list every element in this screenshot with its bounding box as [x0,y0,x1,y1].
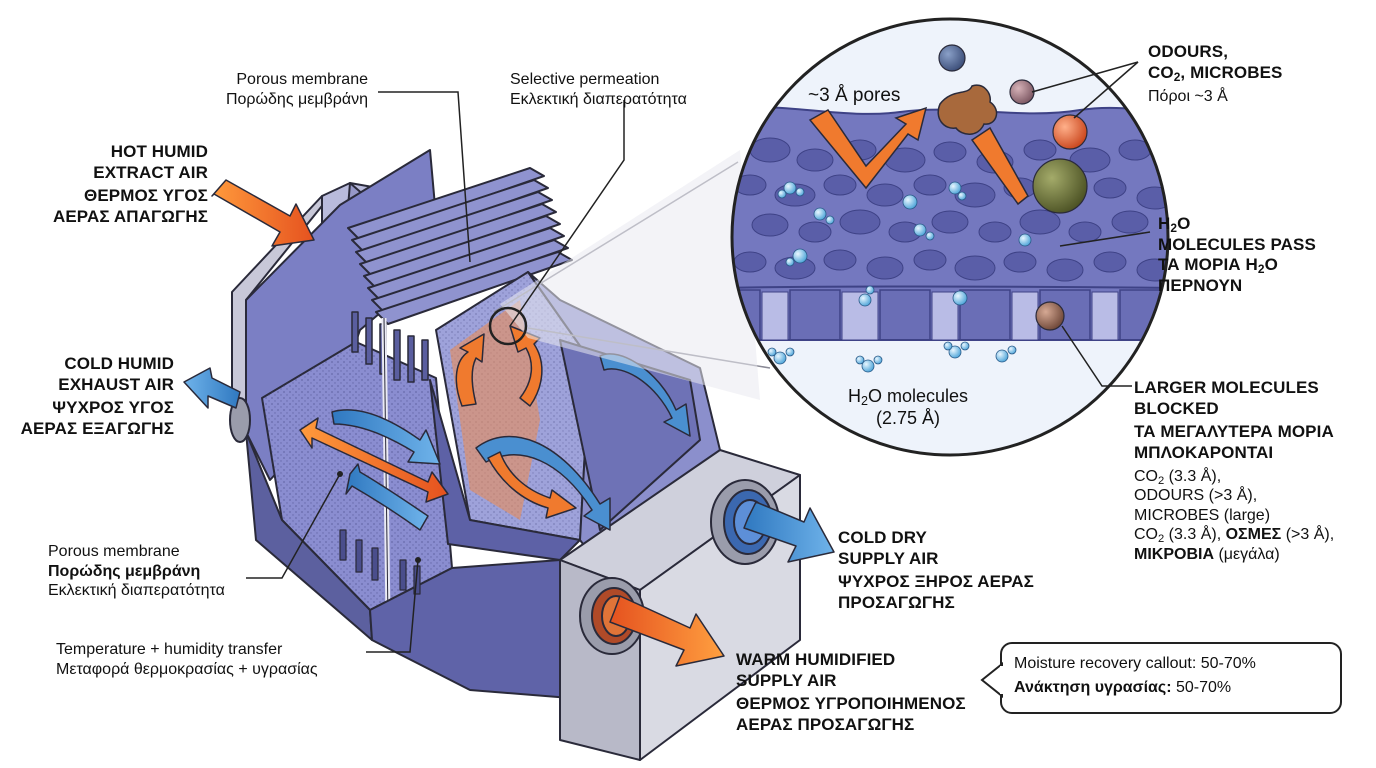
label-odours: ODOURS, CO2, MICROBES Πόροι ~3 Å [1148,42,1282,107]
core-hot-arrow [455,333,485,407]
transfer-en: Temperature + humidity transfer [56,641,283,658]
cold-humid-en-2: EXHAUST AIR [58,374,174,394]
label-h2o-pass: H2O MOLECULES PASS ΤΑ ΜΟΡΙΑ H2O ΠΕΡΝΟΥΝ [1158,214,1316,297]
cold-humid-el-1: ΨΥΧΡΟΣ ΥΓΟΣ [52,398,174,418]
label-hot-humid: HOT HUMID EXTRACT AIR ΘΕΡΜΟΣ ΥΓΟΣ ΑΕΡΑΣ … [40,142,208,228]
membrane-fins [347,167,573,325]
hot-extract-arrow [211,179,315,247]
label-transfer: Temperature + humidity transfer Μεταφορά… [56,640,318,679]
internal-hot-arrow [299,417,449,503]
blocked-arrow [970,126,1029,206]
cold-dry-en-2: SUPPLY AIR [838,548,939,568]
porous-top-el: Πορώδης μεμβράνη [225,90,368,108]
label-porous-bottom: Porous membrane Πορώδης μεμβράνη Εκλεκτι… [48,542,225,601]
hot-humid-el-2: ΑΕΡΑΣ ΑΠΑΓΩΓΗΣ [52,207,208,227]
larger-l7: MICROBES (large) [1134,506,1271,524]
label-pores: ~3 Å pores [808,85,901,106]
porous-bottom-el: Εκλεκτική διαπερατότητα [48,582,225,600]
water-molecules [767,181,1032,373]
transfer-el: Μεταφορά θερμοκρασίας + υγρασίας [56,660,318,678]
warm-humidified-en-1: WARM HUMIDIFIED [736,650,896,669]
pore-path-arrow [808,106,928,190]
larger-l8: CO2 (3.3 Å), ΟΣΜΕΣ (>3 Å), [1134,526,1335,546]
cold-humid-en-1: COLD HUMID [64,354,174,373]
core-hot-arrow-3 [487,451,577,519]
label-selective-top: Selective permeation Εκλεκτική διαπερατό… [510,70,687,109]
cold-humid-el-2: ΑΕΡΑΣ ΕΞΑΓΩΓΗΣ [20,419,174,439]
hot-humid-en-2: EXTRACT AIR [93,162,208,182]
hot-humid-en-1: HOT HUMID [110,142,208,161]
hot-humid-el-1: ΘΕΡΜΟΣ ΥΓΟΣ [84,186,208,206]
molecule-orange [1052,114,1088,150]
selective-top-en: Selective permeation [510,71,660,88]
label-porous-top: Porous membrane Πορώδης μεμβράνη [160,70,368,109]
cold-dry-en-1: COLD DRY [838,528,927,547]
leader-lines [246,61,1151,653]
core-cold-arrow [475,435,611,531]
molecule-blue [938,44,966,72]
cold-dry-el-2: ΠΡΟΣΑΓΩΓΗΣ [838,593,955,613]
label-cold-dry: COLD DRY SUPPLY AIR ΨΥΧΡΟΣ ΞΗΡΟΣ ΑΕΡΑΣ Π… [838,528,1034,614]
larger-l9: ΜΙΚΡΟΒΙΑ (μεγάλα) [1134,546,1280,563]
odours-line2: CO2, MICROBES [1148,62,1283,84]
internal-cold-arrow-2 [345,463,429,531]
h2o-molecules-l1: H2O molecules [847,386,969,409]
larger-l5: CO2 (3.3 Å), [1134,467,1222,487]
h2o-pass-l4: ΠΕΡΝΟΥΝ [1158,276,1243,296]
molecule-mauve [1009,79,1035,105]
h2o-pass-l2: MOLECULES PASS [1158,234,1316,254]
h2o-pass-l3: ΤΑ ΜΟΡΙΑ H2O [1158,255,1278,277]
magnified-membrane [730,17,1170,457]
larger-l4: ΜΠΛΟΚΑΡΟΝΤΑΙ [1134,443,1274,463]
h2o-molecules-l2: (2.75 Å) [875,407,941,428]
warm-humidified-el-1: ΘΕΡΜΟΣ ΥΓΡΟΠΟΙΗΜΕΝΟΣ [736,694,966,714]
cold-supply-arrow [743,501,835,563]
label-warm-humidified: WARM HUMIDIFIED SUPPLY AIR ΘΕΡΜΟΣ ΥΓΡΟΠΟ… [736,650,966,736]
label-cold-humid: COLD HUMID EXHAUST AIR ΨΥΧΡΟΣ ΥΓΟΣ ΑΕΡΑΣ… [10,354,174,440]
cold-exhaust-arrow [183,367,241,409]
odours-line1: ODOURS, [1148,42,1229,61]
zoom-source-circle [488,306,528,346]
selective-top-el: Εκλεκτική διαπερατότητα [510,90,687,108]
porous-bottom-en: Porous membrane [48,543,180,560]
molecule-brown-blocked [1035,301,1065,331]
larger-l3: ΤΑ ΜΕΓΑΛΥΤΕΡΑ ΜΟΡΙΑ [1134,422,1334,442]
internal-cold-arrow-1 [331,409,441,465]
cold-dry-el-1: ΨΥΧΡΟΣ ΞΗΡΟΣ ΑΕΡΑΣ [838,572,1034,592]
warm-supply-arrow [609,595,725,667]
warm-humidified-el-2: ΑΕΡΑΣ ΠΡΟΣΑΓΩΓΗΣ [736,715,915,735]
larger-l1: LARGER MOLECULES [1134,378,1319,397]
zoom-connector [493,150,771,400]
porous-top-en: Porous membrane [236,71,368,88]
h2o-pass-l1: H2O [1158,214,1191,235]
warm-humidified-en-2: SUPPLY AIR [736,670,837,690]
odours-el: Πόροι ~3 Å [1148,88,1228,106]
molecule-olive [1032,158,1088,214]
larger-l2: BLOCKED [1134,398,1219,418]
callout-pointer [980,661,1004,699]
odour-molecule [937,84,998,135]
porous-bottom-el-bold: Πορώδης μεμβράνη [48,562,201,580]
callout-line1: Moisture recovery callout: 50-70% [1014,655,1256,672]
label-larger-molecules: LARGER MOLECULES BLOCKED ΤΑ ΜΕΓΑΛΥΤΕΡΑ Μ… [1134,378,1334,565]
airflow-arrows [183,179,835,667]
callout-line2: Ανάκτηση υγρασίας: 50-70% [1014,679,1232,696]
larger-l6: ODOURS (>3 Å), [1134,487,1258,505]
moisture-recovery-callout: Moisture recovery callout: 50-70% Ανάκτη… [1000,642,1342,714]
label-h2o-molecules: H2O molecules (2.75 Å) [818,386,998,430]
